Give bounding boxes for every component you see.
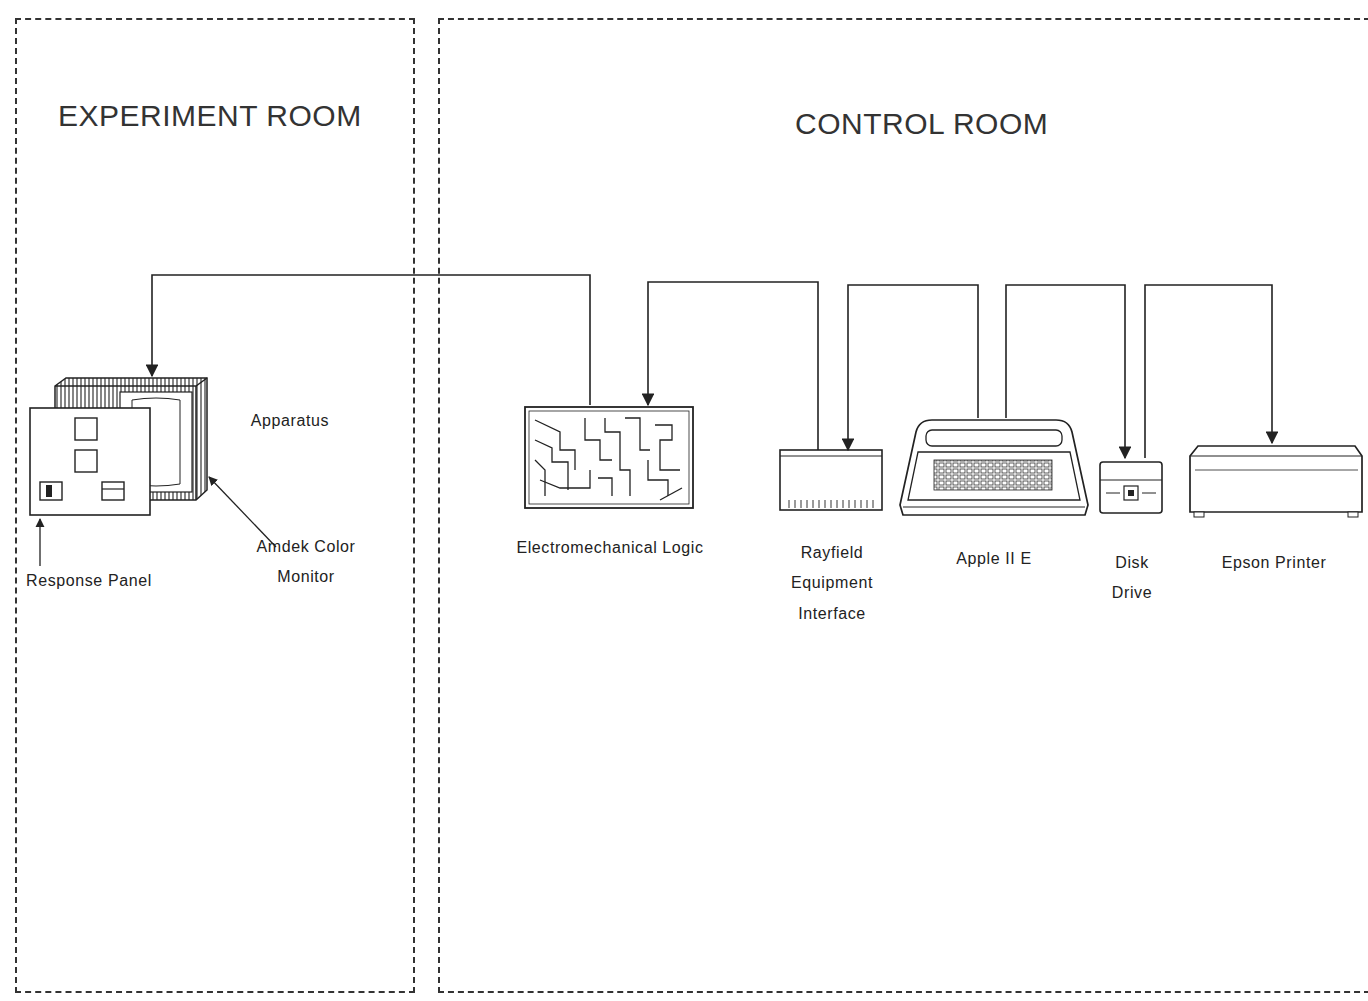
connector: [1145, 285, 1272, 458]
disk-drive-box: Disk Drive: [1095, 458, 1170, 613]
device-label: Apple II E: [898, 544, 1090, 574]
disk-drive-drawing: [1100, 462, 1162, 513]
computer-box: Apple II E: [898, 418, 1094, 578]
connector: [848, 285, 978, 450]
connector: [1006, 285, 1125, 458]
callout-label: Amdek Color Monitor: [252, 532, 360, 593]
apparatus-drawing: [30, 378, 207, 515]
apparatus-box: Apparatus: [28, 376, 344, 516]
printer-box: Epson Printer: [1185, 443, 1366, 582]
room-region: EXPERIMENT ROOM Apparatus: [15, 18, 415, 993]
device-label: Rayfield Equipment Interface: [782, 538, 882, 629]
leader-line: [39, 519, 40, 566]
printer-drawing: [1190, 446, 1362, 517]
room-region: CONTROL ROOM Electromechanical Logic Rayfi…: [438, 18, 1368, 993]
device-label: Electromechanical Logic: [515, 533, 705, 563]
interface-box: Rayfield Equipment Interface: [772, 450, 892, 635]
connector: [152, 275, 590, 405]
interface-drawing: [780, 450, 882, 510]
logic-board-drawing: [525, 407, 693, 508]
leader-line: [209, 477, 276, 547]
connector: [648, 282, 818, 450]
device-label: Epson Printer: [1185, 548, 1363, 578]
device-label: Apparatus: [240, 406, 340, 436]
device-label: Disk Drive: [1107, 548, 1157, 609]
logic-box: Electromechanical Logic: [515, 405, 709, 600]
callout-label: Response Panel: [26, 566, 176, 596]
computer-drawing: [900, 420, 1088, 515]
room-title: EXPERIMENT ROOM: [58, 98, 362, 134]
room-title: CONTROL ROOM: [795, 106, 1048, 142]
